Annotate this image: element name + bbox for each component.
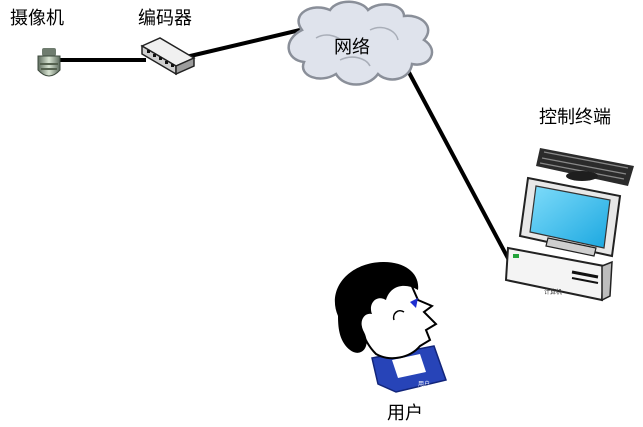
terminal-label: 控制终端: [539, 107, 611, 128]
encoder-label: 编码器: [138, 8, 192, 29]
computer-icon: 计算机: [504, 148, 634, 302]
computer-case-label: 计算机: [544, 288, 562, 296]
link-encoder-network: [185, 28, 301, 59]
link-network-terminal: [403, 64, 512, 263]
cloud-icon: [287, 0, 434, 86]
camera-icon: [37, 48, 61, 77]
network-label: 网络: [334, 37, 370, 58]
user-label: 用户: [387, 403, 423, 424]
user-head-icon: 用户: [334, 262, 447, 393]
camera-label: 摄像机: [10, 8, 64, 29]
user-shirt-label: 用户: [418, 380, 430, 388]
encoder-icon: [140, 37, 196, 76]
